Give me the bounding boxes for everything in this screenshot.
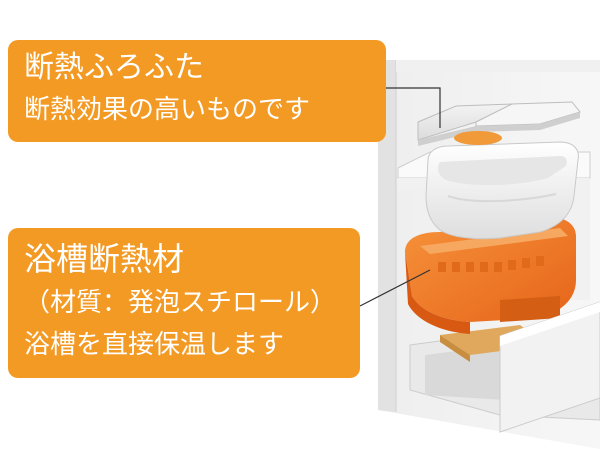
bathtub: [425, 141, 579, 240]
lid-callout: 断熱ふろふた 断熱効果の高いものです: [8, 40, 386, 142]
foam-insulation: [405, 216, 576, 334]
front-apron: [499, 301, 600, 433]
insulated-lid: [417, 101, 581, 146]
insulation-material: （材質：発泡スチロール）: [24, 288, 337, 318]
lid-description: 断熱効果の高いものです: [24, 95, 311, 125]
leader-lines: [359, 87, 441, 307]
insulation-description: 浴槽を直接保温します: [24, 330, 285, 360]
lid-title: 断熱ふろふた: [24, 50, 204, 85]
insulation-callout: 浴槽断熱材 （材質：発泡スチロール） 浴槽を直接保温します: [8, 228, 360, 378]
insulation-title: 浴槽断熱材: [24, 240, 185, 278]
